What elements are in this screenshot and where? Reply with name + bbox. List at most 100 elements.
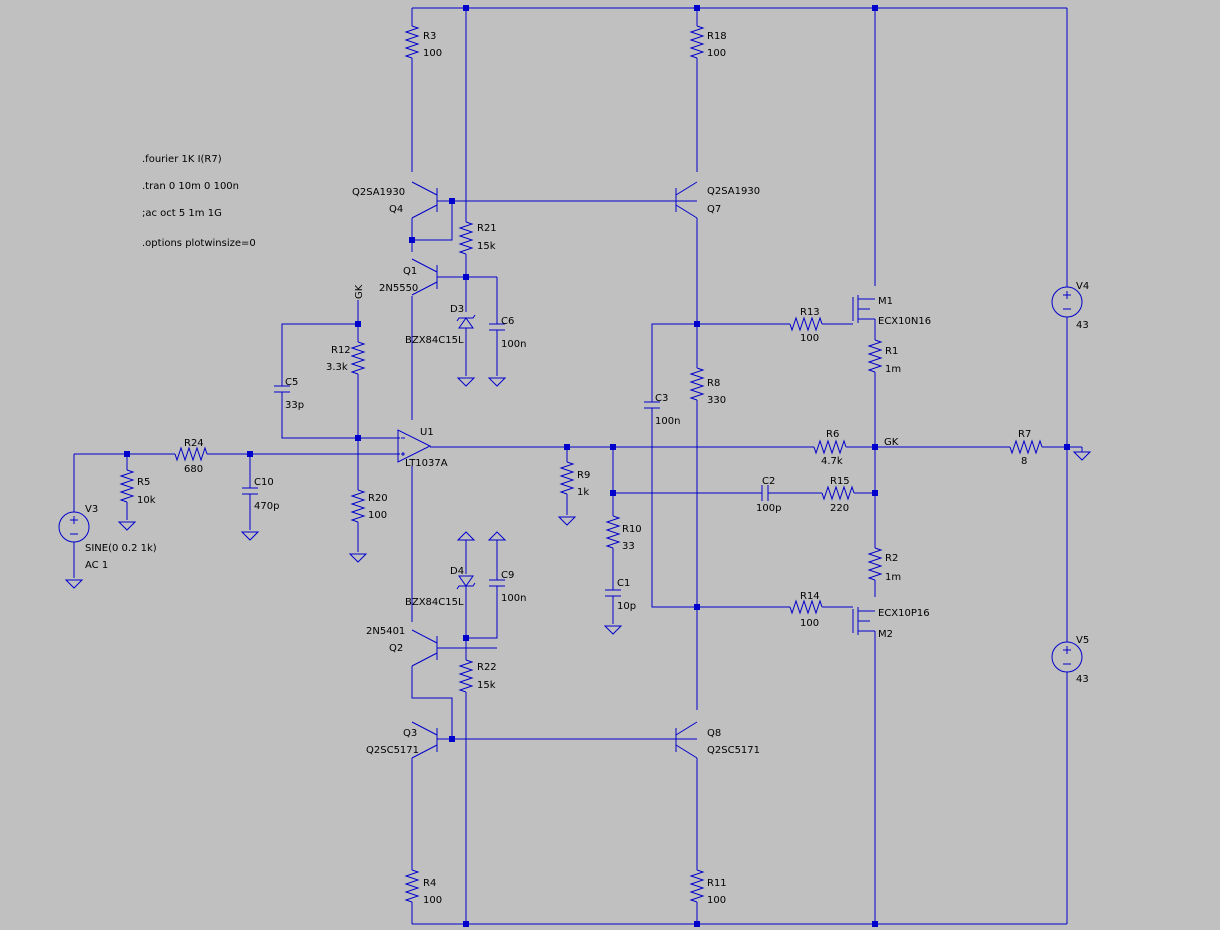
- ground-triangle: [456, 531, 476, 541]
- net-label-gk-input: GK: [354, 284, 365, 299]
- v3-label: V3: [85, 504, 98, 515]
- resistor-r3: [404, 25, 420, 59]
- junction-dot: [449, 736, 455, 742]
- r3-value: 100: [423, 48, 442, 59]
- capacitor-c2: [761, 485, 769, 501]
- c2-label: C2: [762, 476, 775, 487]
- transistor-q2-emitter: [411, 652, 438, 667]
- resistor-r1: [867, 339, 883, 373]
- resistor-r18-zigzag: [689, 25, 705, 59]
- c1-value: 10p: [617, 601, 636, 612]
- resistor-r12: [350, 341, 366, 375]
- transistor-q8: [675, 721, 698, 759]
- r5-value: 10k: [137, 495, 156, 506]
- wire: [651, 408, 697, 608]
- q7-value: Q2SA1930: [707, 186, 760, 197]
- c10-value: 470p: [254, 501, 279, 512]
- c3-label: C3: [655, 393, 668, 404]
- r14-value: 100: [800, 618, 819, 629]
- r21-value: 15k: [477, 241, 496, 252]
- r21-label: R21: [477, 223, 497, 234]
- r7-value: 8: [1021, 456, 1027, 467]
- r2-label: R2: [885, 553, 898, 564]
- r11-value: 100: [707, 895, 726, 906]
- c10-label: C10: [254, 477, 274, 488]
- resistor-r5: [119, 469, 135, 503]
- resistor-r7: [1009, 439, 1043, 455]
- m2-value: ECX10P16: [878, 608, 930, 619]
- voltage-source-v3: [58, 511, 90, 543]
- ground-r20: [348, 553, 368, 563]
- c9-label: C9: [501, 570, 514, 581]
- ground-r9: [557, 516, 577, 526]
- capacitor-c6: [489, 323, 505, 331]
- transistor-q4-emitter: [411, 204, 438, 219]
- v5-label: V5: [1076, 635, 1089, 646]
- resistor-r21-zigzag: [458, 221, 474, 255]
- voltage-source-v4-circle: [1051, 286, 1083, 318]
- r2-value: 1m: [885, 572, 901, 583]
- resistor-r9-zigzag: [559, 461, 575, 495]
- resistor-r3-zigzag: [404, 25, 420, 59]
- r13-label: R13: [800, 307, 820, 318]
- ground-triangle: [117, 521, 137, 531]
- capacitor-c5: [274, 385, 290, 393]
- r11-label: R11: [707, 878, 727, 889]
- mosfet-m1: [852, 295, 875, 323]
- ground-d4: [456, 531, 476, 541]
- directive-fourier: .fourier 1K I(R7): [142, 154, 222, 165]
- v3-value: SINE(0 0.2 1k): [85, 543, 157, 554]
- u1-label: U1: [420, 427, 434, 438]
- resistor-r7-zigzag: [1009, 439, 1043, 455]
- transistor-q4: [411, 181, 438, 219]
- wire: [281, 392, 400, 439]
- transistor-q4-collector: [411, 181, 438, 196]
- c9-value: 100n: [501, 593, 526, 604]
- r10-value: 33: [622, 541, 635, 552]
- ground-c9: [487, 531, 507, 541]
- r4-value: 100: [423, 895, 442, 906]
- q7-label: Q7: [707, 204, 721, 215]
- q4-label: Q4: [389, 204, 403, 215]
- directive-tran: .tran 0 10m 0 100n: [142, 181, 239, 192]
- resistor-r8: [689, 367, 705, 401]
- q8-value: Q2SC5171: [707, 745, 760, 756]
- resistor-r14-zigzag: [789, 599, 823, 615]
- directive-ac: ;ac oct 5 1m 1G: [142, 208, 222, 219]
- q1-label: Q1: [403, 266, 417, 277]
- v5-value: 43: [1076, 674, 1089, 685]
- r4-label: R4: [423, 878, 436, 889]
- mosfet-m2: [852, 607, 875, 635]
- r8-label: R8: [707, 378, 720, 389]
- d3-label: D3: [450, 304, 464, 315]
- u1-value: LT1037A: [405, 458, 448, 469]
- q3-label: Q3: [403, 728, 417, 739]
- resistor-r15-zigzag: [821, 485, 855, 501]
- transistor-q7-emitter: [675, 204, 698, 219]
- resistor-r20: [350, 489, 366, 523]
- resistor-r11-zigzag: [689, 869, 705, 903]
- transistor-q7: [675, 181, 698, 219]
- zener-d4-bar: [456, 582, 476, 590]
- wire: [411, 666, 453, 739]
- m1-value: ECX10N16: [878, 316, 931, 327]
- zener-d3: [456, 314, 476, 329]
- q4-value: Q2SA1930: [352, 187, 405, 198]
- r9-label: R9: [577, 470, 590, 481]
- resistor-r14: [789, 599, 823, 615]
- capacitor-c9: [489, 579, 505, 587]
- r24-value: 680: [184, 464, 203, 475]
- voltage-source-v4: [1051, 286, 1083, 318]
- resistor-r11: [689, 869, 705, 903]
- resistor-r4-zigzag: [404, 869, 420, 903]
- resistor-r1-zigzag: [867, 339, 883, 373]
- resistor-r13-zigzag: [789, 316, 823, 332]
- r22-label: R22: [477, 662, 497, 673]
- r9-value: 1k: [577, 487, 589, 498]
- junction-dot: [449, 198, 455, 204]
- transistor-q2: [411, 629, 438, 667]
- c2-value: 100p: [756, 503, 781, 514]
- wire: [281, 323, 358, 386]
- v3-ac: AC 1: [85, 560, 108, 571]
- transistor-q3-emitter: [411, 744, 438, 759]
